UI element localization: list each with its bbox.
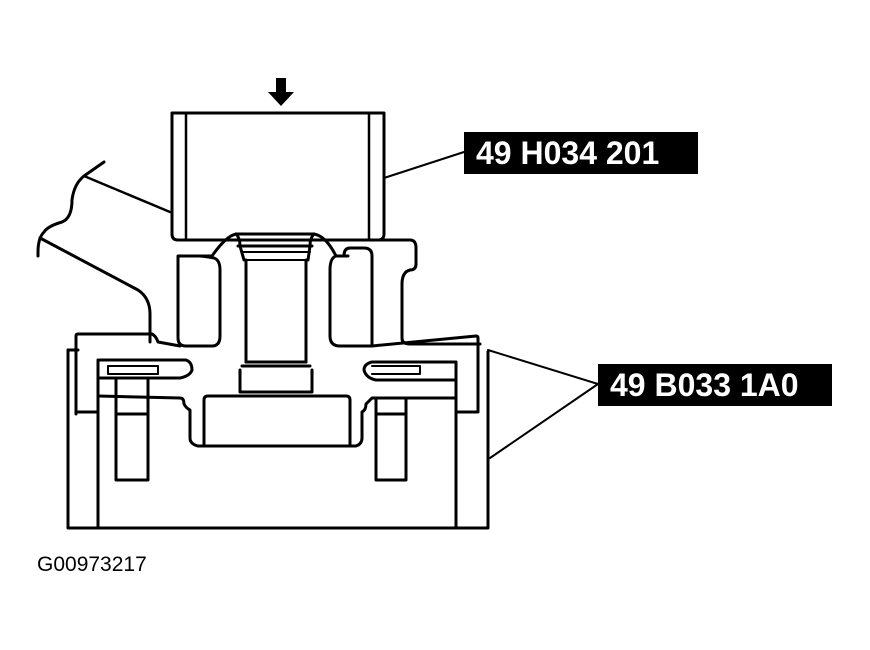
base-fixture bbox=[66, 332, 490, 530]
shaft-break-lines bbox=[36, 160, 172, 344]
tool-callout-upper: 49 H034 201 bbox=[464, 132, 698, 174]
hub-assembly bbox=[176, 232, 482, 394]
figure-id-label: G00973217 bbox=[37, 553, 147, 576]
down-arrow-icon bbox=[268, 78, 294, 106]
tool-callout-lower: 49 B033 1A0 bbox=[598, 364, 832, 406]
leader-line-lower bbox=[487, 349, 599, 459]
leader-line-upper bbox=[383, 151, 465, 179]
upper-press-tool bbox=[170, 111, 386, 242]
